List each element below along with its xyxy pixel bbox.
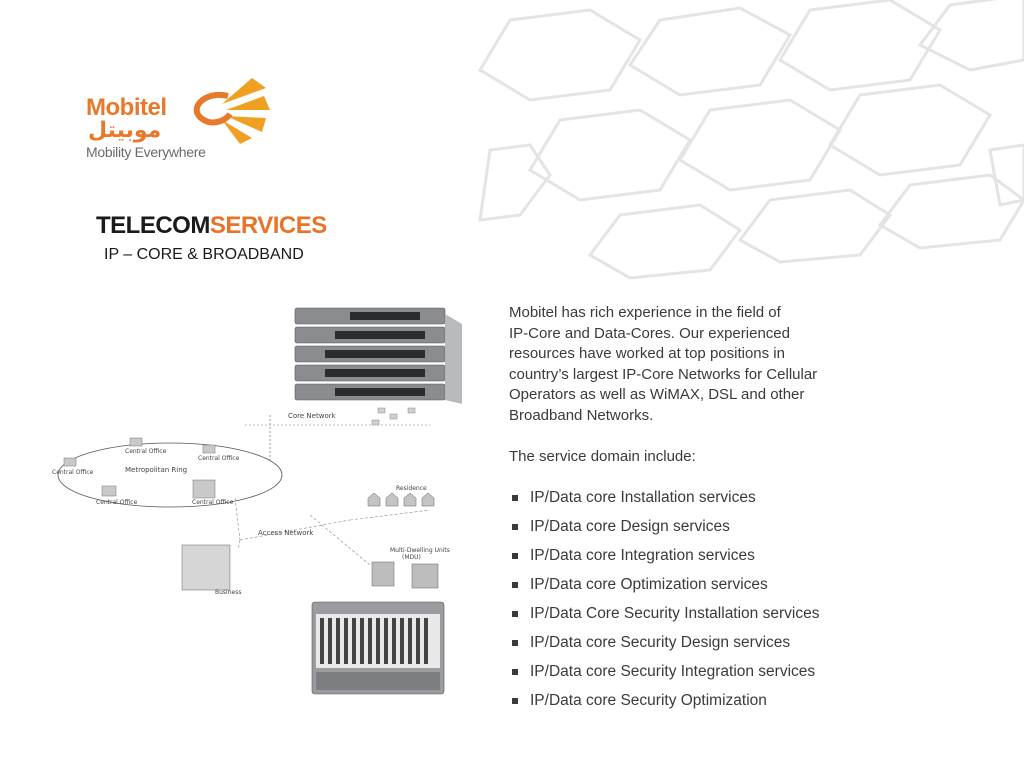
- title-telecom: TELECOM: [96, 212, 210, 239]
- bullet-square-icon: [512, 669, 518, 675]
- list-item: IP/Data core Optimization services: [512, 575, 819, 604]
- page-title: TELECOMSERVICES: [96, 212, 327, 240]
- switch-stack-image: [294, 307, 462, 404]
- services-list: IP/Data core Installation services IP/Da…: [512, 488, 819, 720]
- network-diagram: Core Network Metropolitan Ring Central O…: [52, 307, 462, 695]
- access-network-label: Access Network: [258, 529, 314, 537]
- title-services: SERVICES: [209, 212, 327, 239]
- bullet-square-icon: [512, 698, 518, 704]
- bullet-square-icon: [512, 495, 518, 501]
- paragraph-line: resources have worked at top positions i…: [509, 345, 785, 363]
- business-label: Business: [215, 589, 241, 596]
- description-paragraph: Mobitel has rich experience in the field…: [509, 303, 879, 427]
- bullet-square-icon: [512, 611, 518, 617]
- page-subtitle: IP – CORE & BROADBAND: [104, 246, 304, 263]
- service-text: IP/Data core Integration services: [530, 547, 755, 564]
- central-office-label: Central Office: [96, 499, 138, 506]
- service-text: IP/Data core Optimization services: [530, 576, 768, 593]
- central-office-label: Central Office: [192, 499, 234, 506]
- bullet-square-icon: [512, 553, 518, 559]
- core-network-label: Core Network: [288, 412, 337, 420]
- mdu-label-abbrev: (MDU): [402, 554, 421, 561]
- list-item: IP/Data core Installation services: [512, 488, 819, 517]
- central-office-label: Central Office: [125, 448, 167, 455]
- logo-name-arabic: موبيتل: [88, 118, 162, 143]
- paragraph-line: Mobitel has rich experience in the field…: [509, 304, 781, 321]
- logo-tagline: Mobility Everywhere: [86, 144, 206, 160]
- paragraph-line: Broadband Networks.: [509, 406, 654, 424]
- list-item: IP/Data Core Security Installation servi…: [512, 604, 819, 633]
- bullet-square-icon: [512, 582, 518, 588]
- mdu-label: Multi-Dwelling Units: [390, 547, 450, 554]
- metropolitan-ring-label: Metropolitan Ring: [125, 466, 187, 474]
- service-text: IP/Data core Design services: [530, 518, 730, 535]
- service-text: IP/Data core Security Optimization: [530, 692, 767, 709]
- central-office-label: Central Office: [198, 455, 240, 462]
- paragraph-line: Operators as well as WiMAX, DSL and othe…: [509, 386, 805, 404]
- hexagon-background-graphic: [477, 0, 1024, 280]
- central-office-label: Central Office: [52, 469, 94, 476]
- bullet-square-icon: [512, 640, 518, 646]
- service-text: IP/Data core Security Integration servic…: [530, 663, 816, 680]
- services-intro: The service domain include:: [509, 448, 696, 465]
- chassis-image: [311, 601, 445, 695]
- paragraph-line: IP-Core and Data-Cores. Our experienced: [509, 324, 790, 342]
- list-item: IP/Data core Design services: [512, 517, 819, 546]
- list-item: IP/Data core Security Optimization: [512, 691, 819, 720]
- logo-swoosh-icon: [193, 78, 270, 144]
- service-text: IP/Data core Installation services: [530, 489, 756, 506]
- service-text: IP/Data Core Security Installation servi…: [530, 605, 820, 622]
- list-item: IP/Data core Security Design services: [512, 633, 819, 662]
- residence-label: Residence: [396, 485, 427, 492]
- list-item: IP/Data core Integration services: [512, 546, 819, 575]
- list-item: IP/Data core Security Integration servic…: [512, 662, 819, 691]
- logo-name: Mobitel: [86, 94, 167, 121]
- bullet-square-icon: [512, 524, 518, 530]
- mobitel-logo: Mobitel موبيتل Mobility Everywhere: [86, 74, 276, 164]
- paragraph-line: country’s largest IP-Core Networks for C…: [509, 365, 818, 383]
- service-text: IP/Data core Security Design services: [530, 634, 791, 651]
